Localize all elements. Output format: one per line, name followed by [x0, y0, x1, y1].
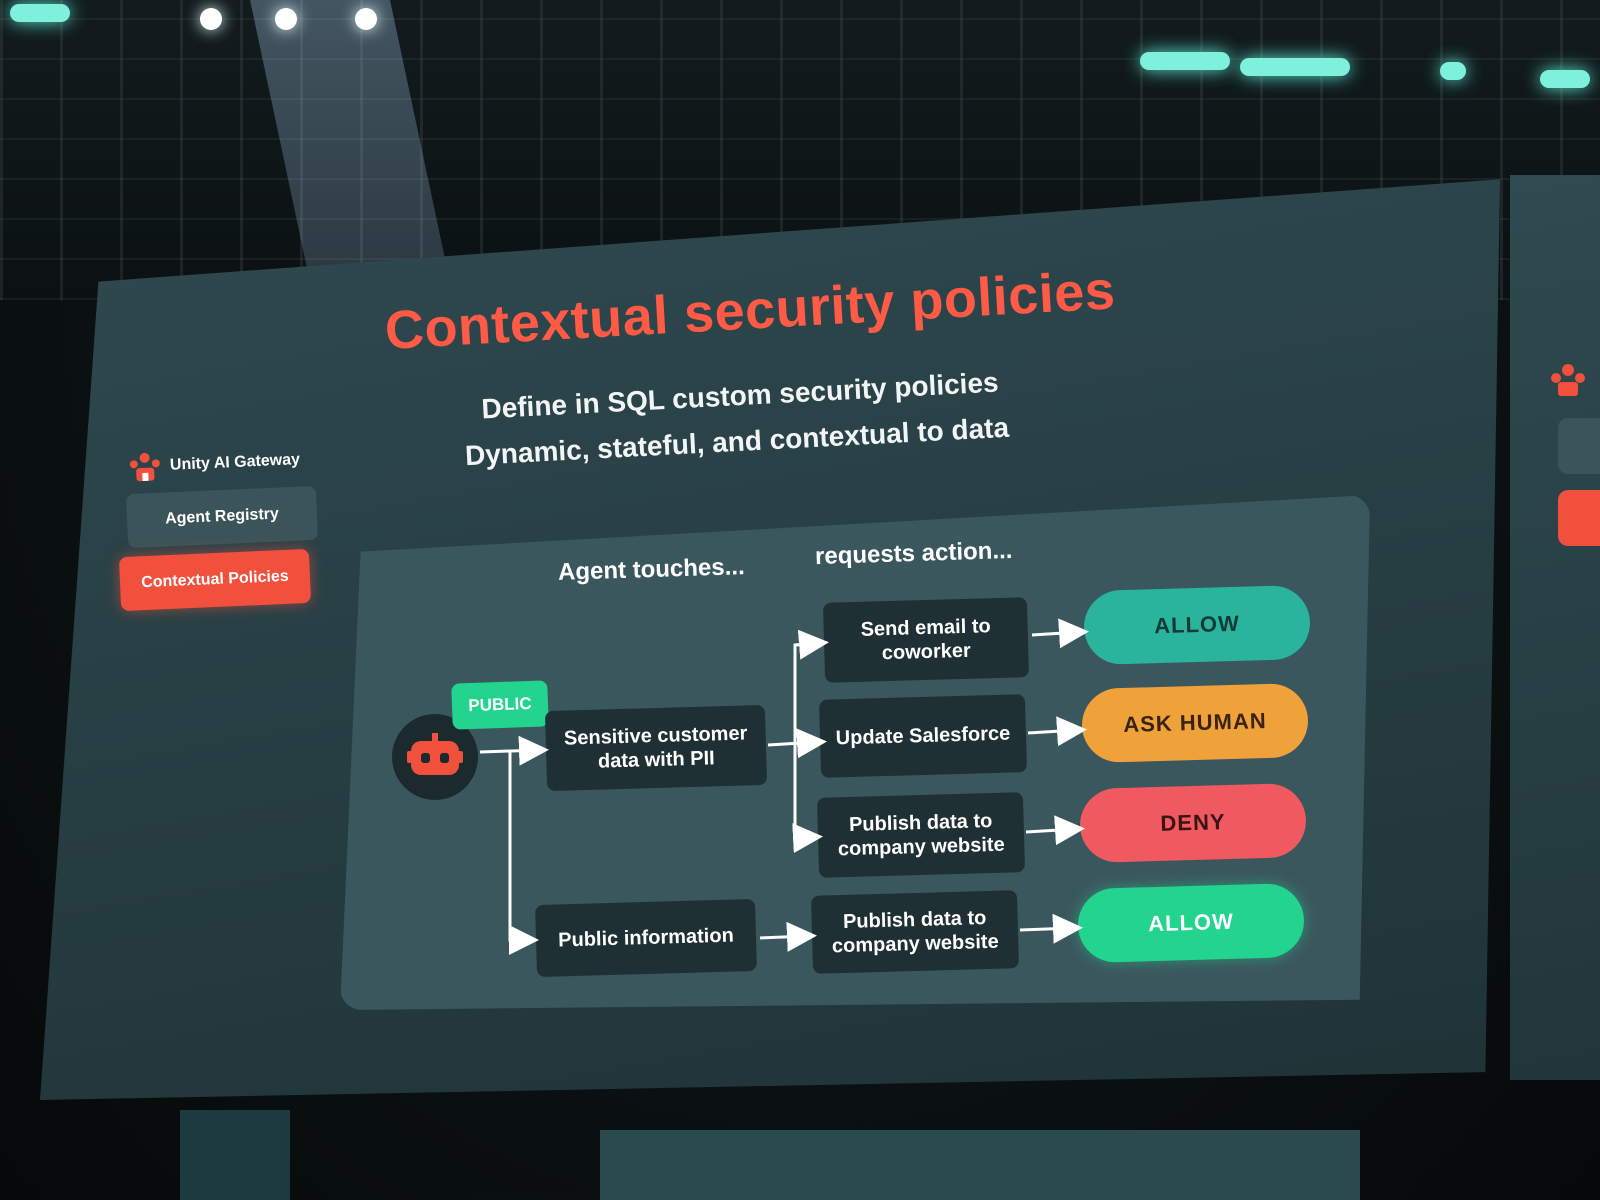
robot-icon: [407, 733, 463, 775]
stage-light: [1540, 70, 1590, 88]
stage-light: [1240, 58, 1350, 76]
column-header-agent: Agent touches...: [557, 553, 746, 586]
side-screen: [1510, 175, 1600, 1080]
action-publish-website: Publish data to company website: [816, 792, 1026, 878]
stage-light: [275, 8, 297, 30]
stage-light: [1140, 52, 1230, 70]
outcome-allow-public: ALLOW: [1077, 882, 1305, 964]
outcome-allow: ALLOW: [1083, 584, 1311, 666]
brand-name: Unity AI Gateway: [169, 451, 301, 474]
nav-contextual-policies[interactable]: Contextual Policies: [118, 548, 312, 612]
stage-floor: [600, 1130, 1360, 1200]
side-nav-button: [1558, 418, 1600, 474]
gateway-logo-icon: [129, 452, 160, 482]
data-node-sensitive: Sensitive customer data with PII: [544, 704, 768, 792]
data-node-public: Public information: [535, 898, 757, 978]
stage-light: [200, 8, 222, 30]
public-badge: PUBLIC: [451, 680, 549, 730]
stage-light: [355, 8, 377, 30]
side-nav-button: [1558, 490, 1600, 546]
brand: Unity AI Gateway: [127, 440, 339, 489]
action-send-email: Send email to coworker: [822, 597, 1030, 683]
stage-light: [1440, 62, 1466, 80]
action-publish-website-public: Publish data to company website: [810, 890, 1020, 974]
nav-agent-registry[interactable]: Agent Registry: [125, 485, 319, 549]
outcome-ask-human: ASK HUMAN: [1081, 682, 1309, 764]
outcome-deny: DENY: [1079, 782, 1307, 864]
gateway-logo-icon: [1551, 364, 1585, 396]
action-update-salesforce: Update Salesforce: [818, 694, 1028, 778]
stage-floor: [180, 1110, 290, 1200]
stage-light: [10, 4, 70, 22]
